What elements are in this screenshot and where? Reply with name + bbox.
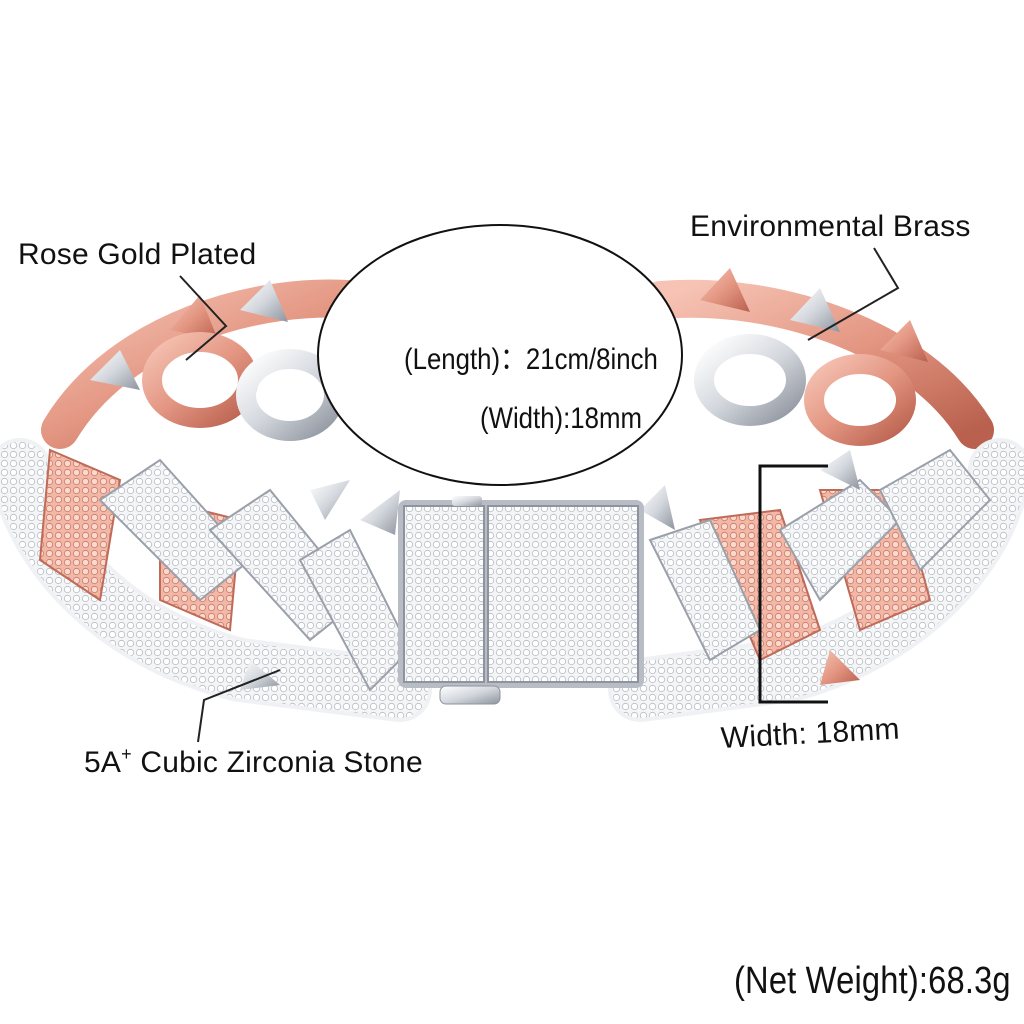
rose-gold-label: Rose Gold Plated	[18, 238, 257, 271]
stone-name: Cubic Zirconia Stone	[131, 746, 423, 779]
callout-lines	[179, 247, 900, 743]
stone-grade-plus: +	[121, 744, 132, 764]
box-clasp	[398, 496, 644, 705]
stone-grade: 5A	[84, 746, 122, 779]
stone-label: 5A+ Cubic Zirconia Stone	[84, 744, 423, 780]
bubble-width-text: (Width):18mm	[480, 402, 642, 435]
net-weight-label: (Net Weight):68.3g	[734, 960, 1011, 1002]
info-bubble	[317, 224, 683, 486]
bubble-length-text: (Length)：21cm/8inch	[404, 343, 658, 376]
brass-label: Environmental Brass	[690, 210, 971, 243]
bracelet-back-links	[41, 268, 994, 449]
width-bracket	[758, 464, 828, 704]
